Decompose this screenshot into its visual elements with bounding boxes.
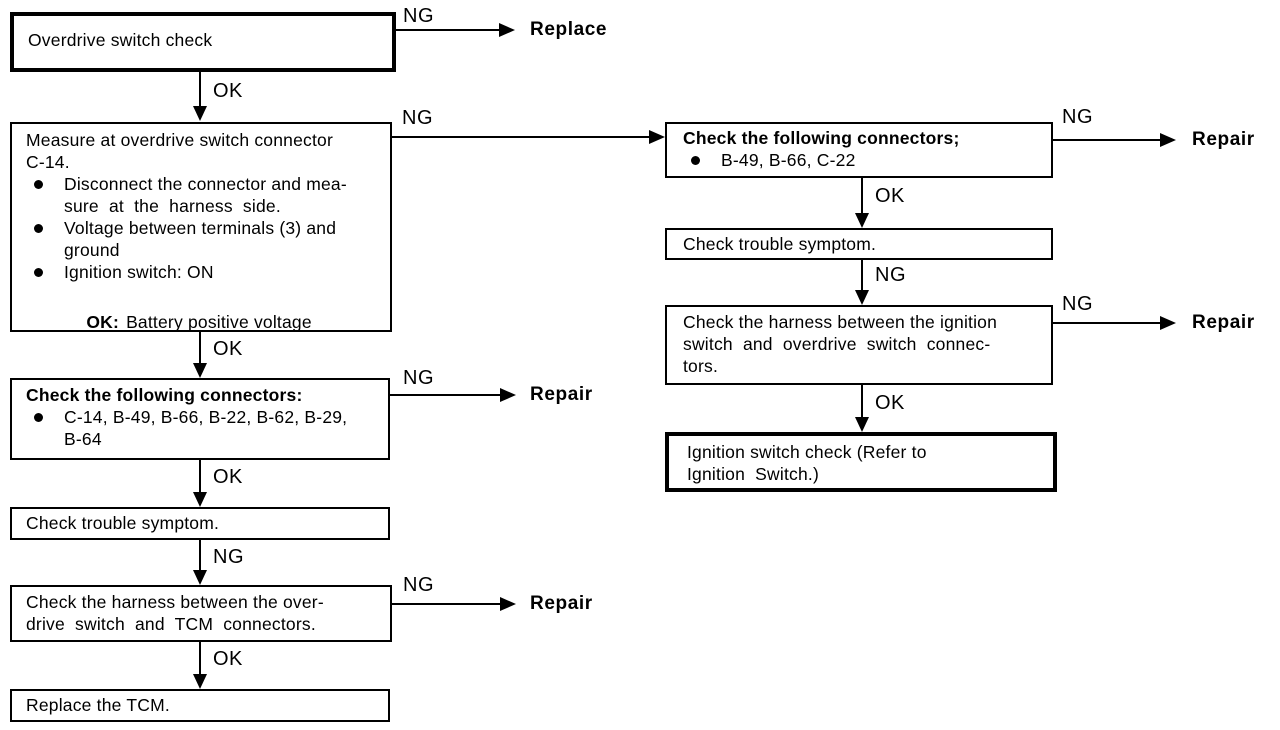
edge-label-ng: NG [403, 367, 434, 389]
box-title: Check the following connectors: [26, 385, 303, 405]
connector-line [1053, 322, 1161, 324]
bullet-icon [691, 156, 700, 165]
ok-condition: OK: Battery positive voltage [56, 289, 380, 355]
bullet-item: Disconnect the connector and mea- sure a… [26, 173, 380, 217]
bullet-text: B-49, B-66, C-22 [721, 150, 856, 170]
box-overdrive-switch-check: Overdrive switch check [10, 12, 396, 72]
box-text: Overdrive switch check [28, 30, 213, 50]
box-check-connectors-left: Check the following connectors: C-14, B-… [10, 378, 390, 460]
bullet-text: Ignition switch: ON [64, 262, 214, 282]
connector-line [861, 178, 863, 214]
box-text: C-14. [26, 152, 70, 172]
edge-label-ng: NG [213, 546, 244, 568]
box-harness-ignition-overdrive: Check the harness between the ignition s… [665, 305, 1053, 385]
bullet-item: C-14, B-49, B-66, B-22, B-62, B-29, B-64 [26, 406, 378, 450]
terminal-replace: Replace [530, 19, 608, 40]
edge-label-ok: OK [213, 648, 243, 670]
box-text: Replace the TCM. [26, 695, 170, 715]
edge-label-ng: NG [875, 264, 906, 286]
edge-label-ok: OK [875, 185, 905, 207]
box-text: Check the harness between the ignition [683, 312, 998, 332]
bullet-icon [34, 413, 43, 422]
connector-line [390, 394, 501, 396]
box-text: tors. [683, 356, 719, 376]
arrow-down-icon [193, 106, 207, 121]
edge-label-ok: OK [213, 338, 243, 360]
box-check-trouble-symptom-left: Check trouble symptom. [10, 507, 390, 540]
edge-label-ng: NG [403, 5, 434, 27]
bullet-text: sure at the harness side. [64, 196, 281, 216]
bullet-text: C-14, B-49, B-66, B-22, B-62, B-29, [64, 407, 348, 427]
connector-line [1053, 139, 1161, 141]
box-text: switch and overdrive switch connec- [683, 334, 991, 354]
box-check-connectors-right: Check the following connectors; B-49, B-… [665, 122, 1053, 178]
bullet-text: Disconnect the connector and mea- [64, 174, 347, 194]
box-text: Measure at overdrive switch connector [26, 130, 333, 150]
terminal-repair: Repair [530, 384, 593, 405]
box-text: Check trouble symptom. [26, 513, 220, 533]
arrow-down-icon [193, 570, 207, 585]
connector-line [199, 540, 201, 571]
connector-line [861, 260, 863, 291]
connector-line [861, 385, 863, 418]
arrow-right-icon [1160, 316, 1176, 330]
connector-line [392, 136, 650, 138]
arrow-down-icon [855, 213, 869, 228]
edge-label-ng: NG [402, 107, 433, 129]
box-text: Check the harness between the over- [26, 592, 324, 612]
box-text: Ignition Switch.) [687, 464, 819, 484]
bullet-item: B-49, B-66, C-22 [683, 149, 1041, 171]
edge-label-ng: NG [403, 574, 434, 596]
arrow-right-icon [500, 597, 516, 611]
arrow-down-icon [193, 492, 207, 507]
box-text: Check trouble symptom. [683, 234, 877, 254]
bullet-item: Ignition switch: ON [26, 261, 380, 283]
connector-line [396, 29, 500, 31]
box-harness-overdrive-tcm: Check the harness between the over- driv… [10, 585, 392, 642]
connector-line [199, 642, 201, 675]
terminal-repair: Repair [1192, 129, 1255, 150]
bullet-text: Voltage between terminals (3) and [64, 218, 337, 238]
box-text: drive switch and TCM connectors. [26, 614, 316, 634]
bullet-icon [34, 268, 43, 277]
box-title: Check the following connectors; [683, 128, 960, 148]
arrow-down-icon [193, 363, 207, 378]
edge-label-ok: OK [213, 466, 243, 488]
arrow-down-icon [855, 290, 869, 305]
ok-condition-text: Battery positive voltage [126, 312, 312, 332]
arrow-right-icon [649, 130, 665, 144]
bullet-text: ground [64, 240, 120, 260]
connector-line [199, 460, 201, 493]
ok-condition-prefix: OK: [86, 312, 120, 332]
arrow-down-icon [855, 417, 869, 432]
box-text: Ignition switch check (Refer to [687, 442, 927, 462]
arrow-down-icon [193, 674, 207, 689]
bullet-text: B-64 [64, 429, 102, 449]
connector-line [199, 72, 201, 107]
box-check-trouble-symptom-right: Check trouble symptom. [665, 228, 1053, 260]
terminal-repair: Repair [530, 593, 593, 614]
edge-label-ng: NG [1062, 293, 1093, 315]
arrow-right-icon [500, 388, 516, 402]
connector-line [392, 603, 501, 605]
bullet-icon [34, 224, 43, 233]
edge-label-ok: OK [875, 392, 905, 414]
arrow-right-icon [499, 23, 515, 37]
bullet-icon [34, 180, 43, 189]
box-replace-tcm: Replace the TCM. [10, 689, 390, 722]
arrow-right-icon [1160, 133, 1176, 147]
box-ignition-switch-check: Ignition switch check (Refer to Ignition… [665, 432, 1057, 492]
edge-label-ok: OK [213, 80, 243, 102]
edge-label-ng: NG [1062, 106, 1093, 128]
bullet-item: Voltage between terminals (3) and ground [26, 217, 380, 261]
connector-line [199, 332, 201, 364]
terminal-repair: Repair [1192, 312, 1255, 333]
box-measure-connector-c14: Measure at overdrive switch connector C-… [10, 122, 392, 332]
